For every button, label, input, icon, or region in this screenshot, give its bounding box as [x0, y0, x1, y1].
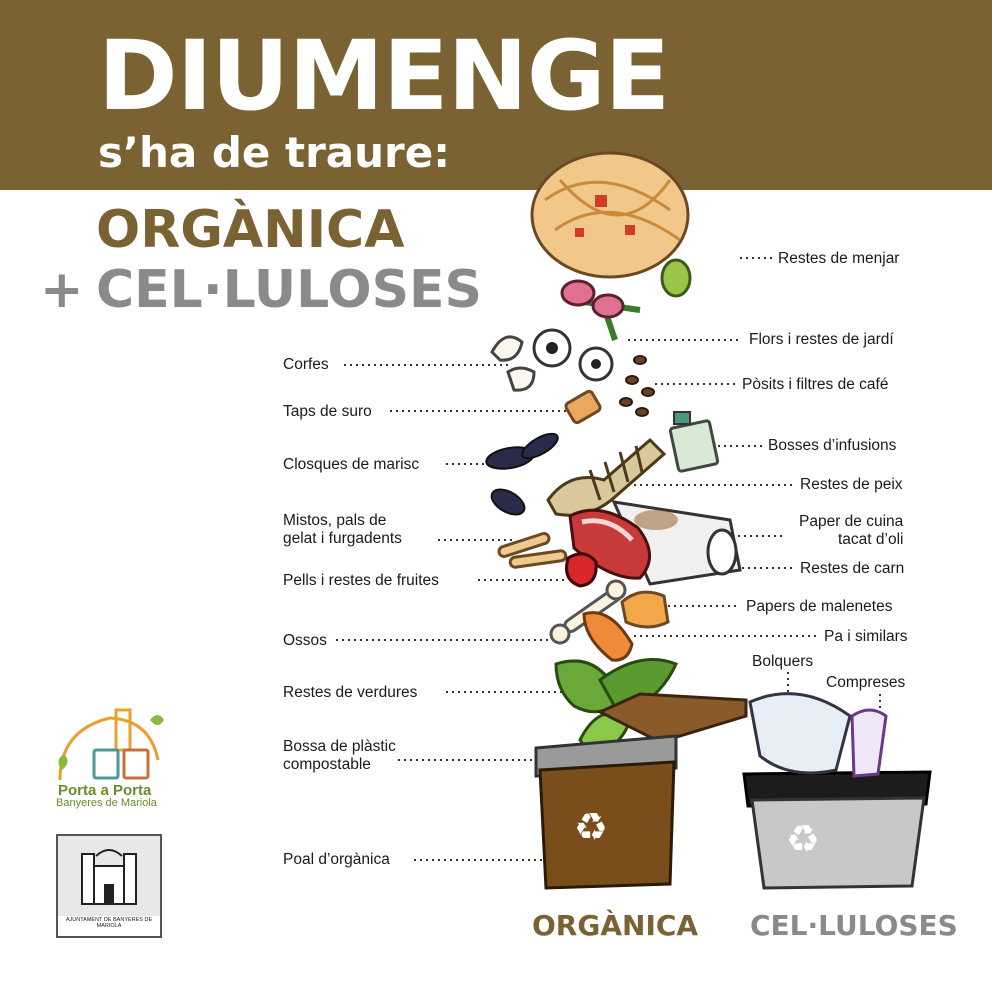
label-sticks-2: gelat i furgadents	[283, 530, 402, 547]
label-shellfish: Closques de marisc	[283, 456, 420, 473]
label-sticks-1: Mistos, pals de	[283, 512, 387, 529]
label-food-scraps: Restes de menjar	[778, 250, 900, 267]
label-paper-napkins: Papers de malenetes	[746, 598, 893, 615]
page-subtitle: s’ha de traure:	[98, 128, 451, 177]
label-pads: Compreses	[826, 674, 906, 691]
porta-a-porta-name: Porta a Porta	[58, 782, 152, 799]
label-kitchen-paper-1: Paper de cuina	[799, 513, 904, 530]
porta-a-porta-town: Banyeres de Mariola	[56, 797, 157, 809]
label-tea-bags: Bosses d’infusions	[768, 437, 897, 454]
label-corks: Taps de suro	[283, 403, 372, 420]
label-fruit-peels: Pells i restes de fruites	[283, 572, 439, 589]
sticks-icon	[497, 532, 568, 569]
label-coffee-grounds: Pòsits i filtres de café	[742, 376, 889, 393]
label-compost-bag-1: Bossa de plàstic	[283, 738, 396, 755]
organic-bin-icon: ♻	[534, 692, 748, 890]
castle-crest-icon	[58, 836, 160, 916]
porta-a-porta-logo	[58, 708, 164, 781]
cork-icon	[564, 389, 602, 425]
tea-bag-icon	[668, 411, 720, 473]
label-meat-scraps: Restes de carn	[800, 560, 905, 577]
recycle-icon: ♻	[574, 805, 608, 849]
meat-icon	[568, 508, 651, 580]
eggshells-icon	[490, 335, 536, 392]
label-fish-scraps: Restes de peix	[800, 476, 903, 493]
fish-skeleton-icon	[546, 437, 667, 517]
flowers-icon	[532, 279, 641, 382]
council-name: AJUNTAMENT DE BANYERES DE MARIOLA	[65, 916, 153, 930]
apple-icon	[565, 552, 598, 588]
mussels-icon	[485, 432, 559, 516]
diaper-icon	[748, 692, 852, 775]
recycle-icon-2: ♻	[786, 817, 820, 861]
council-logo: AJUNTAMENT DE BANYERES DE MARIOLA	[56, 834, 162, 938]
category-cellulose: CEL·LULOSES	[96, 260, 482, 320]
label-eggshells: Corfes	[283, 356, 329, 373]
label-organic-bin: Poal d’orgànica	[283, 851, 390, 868]
label-compost-bag-2: compostable	[283, 756, 371, 773]
header-band	[0, 0, 992, 190]
bread-icon	[620, 590, 670, 629]
page-title: DIUMENGE	[98, 20, 670, 132]
label-flowers-garden: Flors i restes de jardí	[749, 331, 894, 348]
label-bread: Pa i similars	[824, 628, 908, 645]
cellulose-bin-caption: CEL·LULOSES	[750, 909, 958, 942]
cellulose-bin-icon: ♻	[742, 692, 932, 890]
coffee-grounds-icon	[619, 355, 655, 417]
label-kitchen-paper-2: tacat d’oli	[838, 531, 904, 548]
label-bones: Ossos	[283, 632, 327, 649]
label-diapers: Bolquers	[752, 653, 814, 670]
category-organic: ORGÀNICA	[96, 200, 405, 260]
pad-icon	[850, 708, 888, 778]
carrot-icon	[582, 611, 634, 662]
bone-icon	[549, 579, 627, 645]
label-vegetables: Restes de verdures	[283, 684, 418, 701]
food-scraps-icon	[530, 151, 692, 298]
plus-sign: +	[40, 260, 84, 320]
organic-bin-caption: ORGÀNICA	[532, 909, 699, 942]
